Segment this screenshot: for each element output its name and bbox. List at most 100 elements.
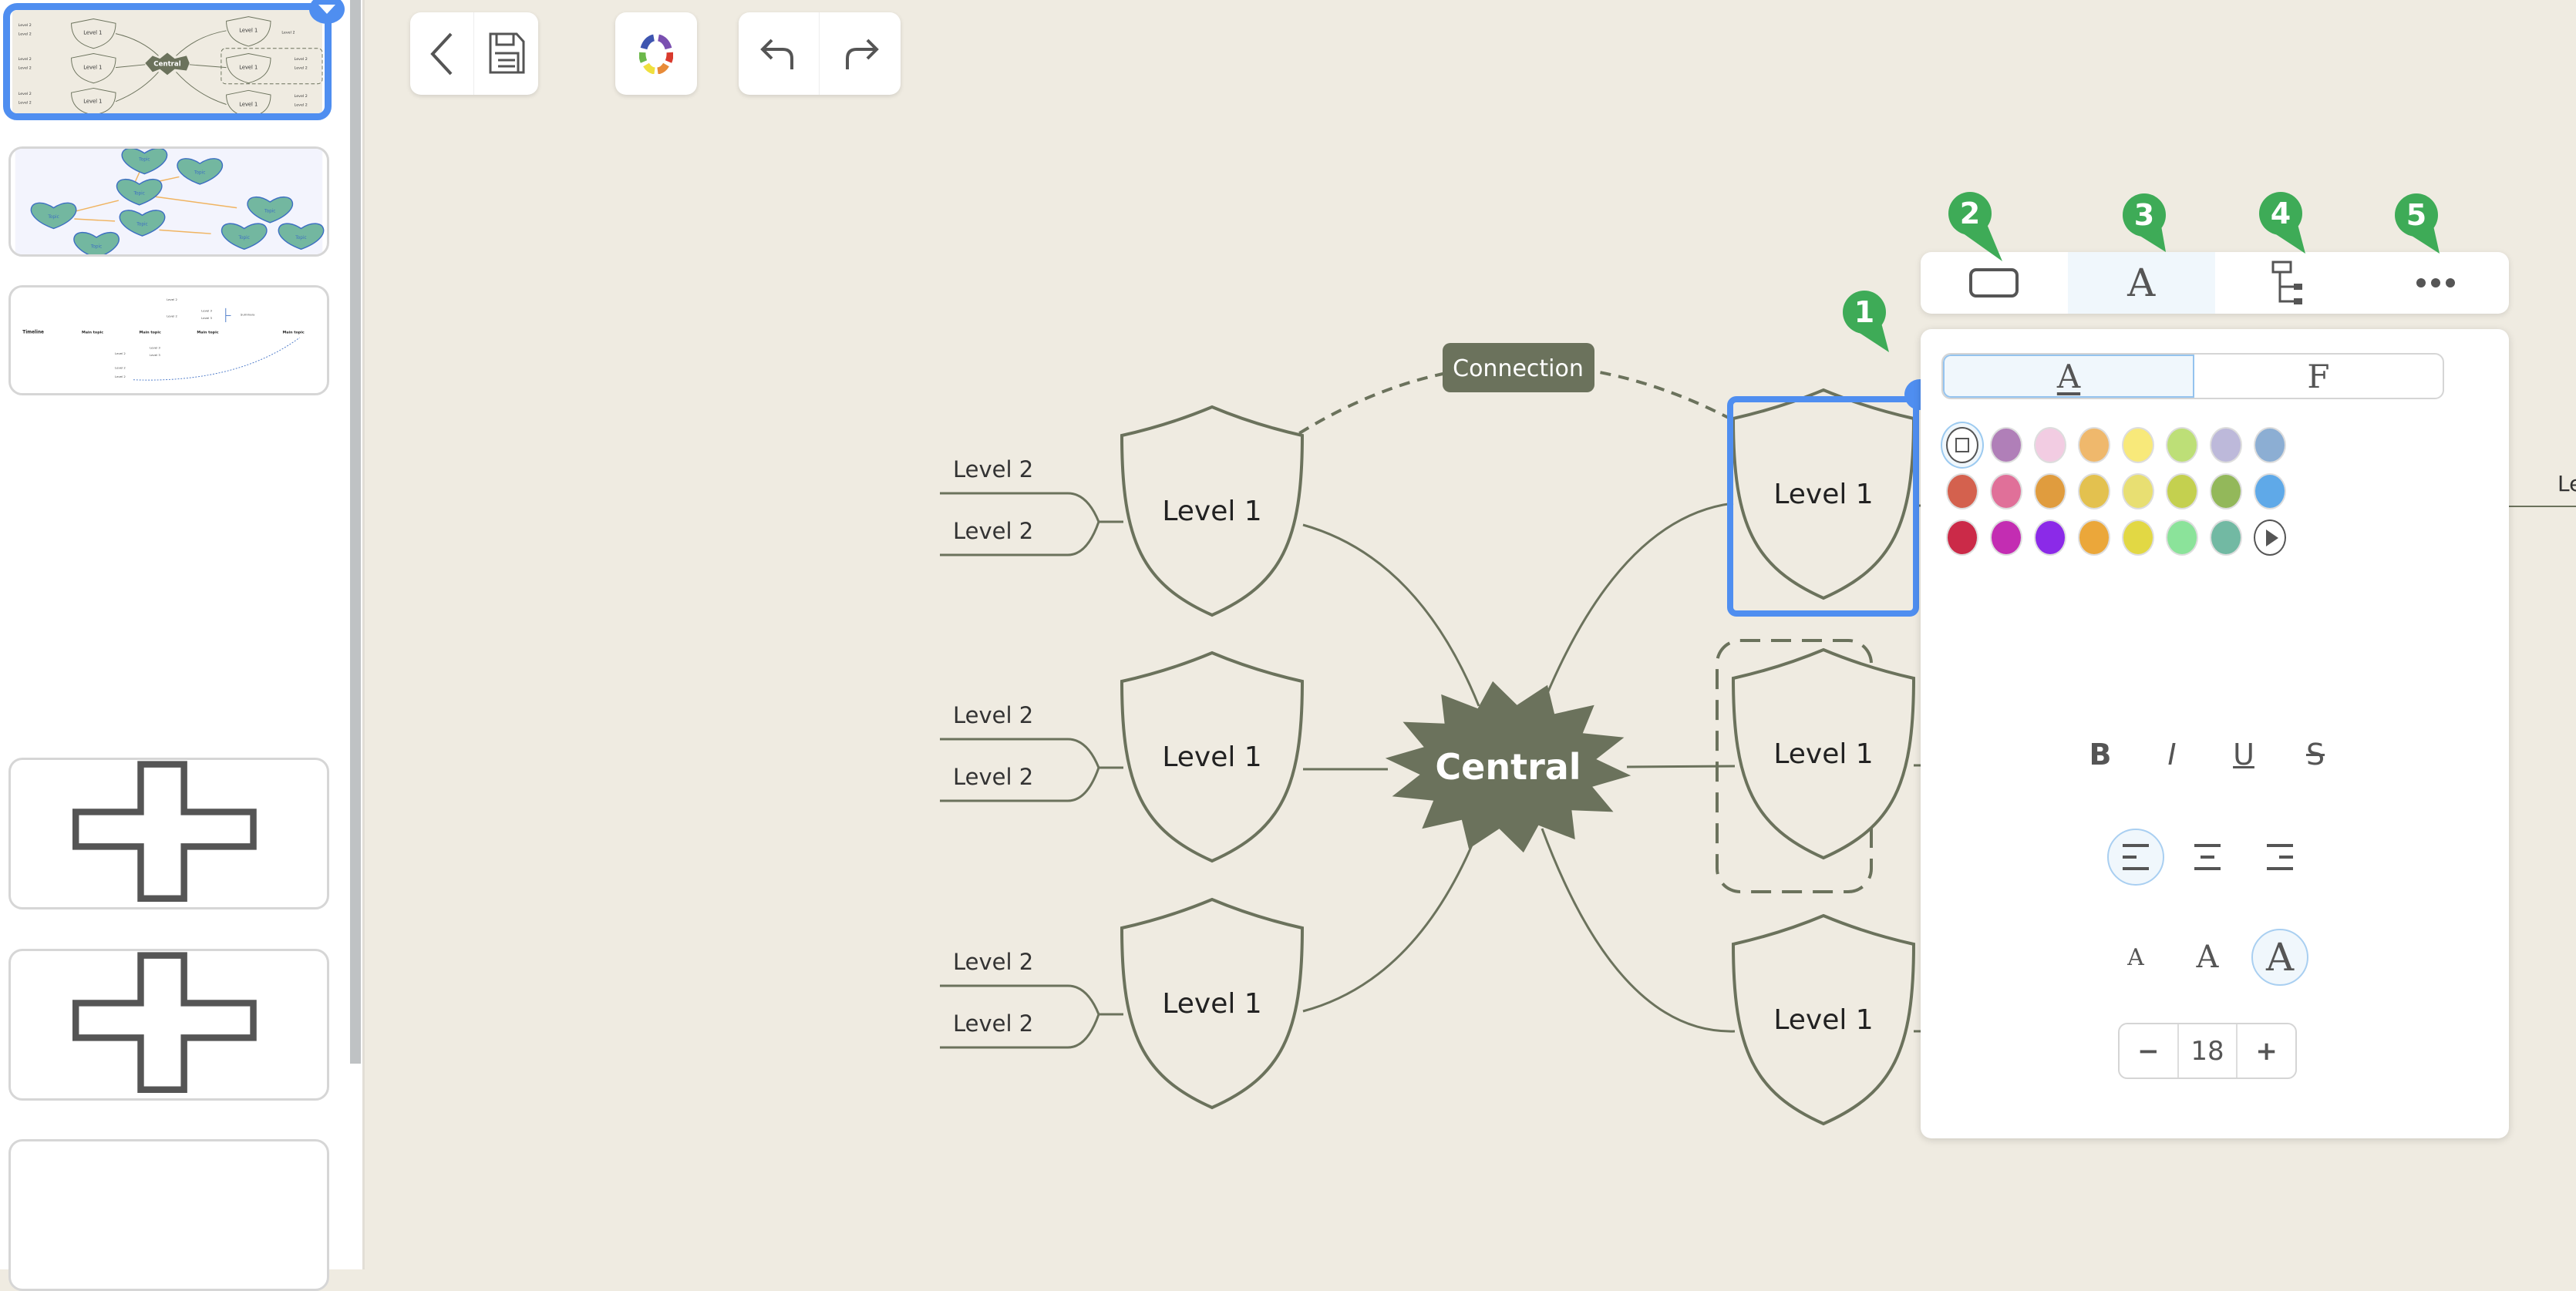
level1-topic-shape[interactable] [1120,405,1305,617]
annotation-marker-5: 5 [2394,192,2440,254]
level1-topic-shape[interactable] [1731,913,1916,1126]
level1-topic-shape[interactable] [1731,388,1916,600]
tab-font[interactable]: F [2307,357,2330,395]
add-slide-button[interactable] [8,758,329,909]
align-right-button[interactable] [2251,829,2308,886]
theme-button[interactable] [615,12,697,95]
thumb-level3: Level 3 [150,353,160,357]
color-swatch[interactable] [2166,473,2198,509]
thumb-level2: Level 2 [19,32,32,37]
undo-button[interactable] [739,12,820,95]
color-swatch[interactable] [2122,427,2154,463]
color-swatch[interactable] [2122,519,2154,556]
level2-topic[interactable]: Level 2 [953,1010,1033,1037]
central-topic-text: Central [1435,746,1581,788]
color-swatch[interactable] [2122,473,2154,509]
thumb-level1: Level 1 [239,28,258,34]
text-tabs: A F [1941,353,2444,399]
branch-link [1541,828,1736,1033]
thumbnail-menu-button[interactable] [309,0,345,24]
annotation-marker-3: 3 [2122,192,2167,252]
shape-style-button[interactable] [1921,252,2068,314]
bold-button[interactable]: B [2089,738,2112,772]
thumb-central-shape [145,52,190,76]
color-swatch[interactable] [1990,427,2022,463]
back-button[interactable] [410,12,474,95]
align-left-icon [2123,844,2149,870]
color-swatch[interactable] [2166,427,2198,463]
color-swatch[interactable] [2210,519,2242,556]
underline-button[interactable]: U [2233,738,2254,772]
branch-link [1302,828,1480,1013]
color-swatch[interactable] [2254,473,2286,509]
increase-size-button[interactable]: + [2255,1035,2278,1067]
thumb-topic: Topic [136,223,147,227]
central-topic-shape[interactable] [1385,681,1631,853]
marker-number: 1 [1854,295,1874,329]
color-swatch[interactable] [2210,473,2242,509]
italic-button[interactable]: I [2167,738,2177,772]
font-size-small-button[interactable]: A [2127,943,2144,971]
level2-topic[interactable]: Level 2 [953,518,1033,544]
decrease-size-button[interactable]: − [2120,1024,2179,1078]
align-center-icon [2194,844,2221,870]
thumb-topic: Topic [90,244,102,249]
level2-topic[interactable]: Level 2 [953,456,1033,482]
color-swatch[interactable] [1990,473,2022,509]
thumb-level2: Level 2 [19,101,32,106]
level1-topic-shape[interactable] [1120,651,1305,863]
boundary-dashed[interactable] [1716,639,1873,893]
thumb-level1: Level 1 [83,30,102,36]
align-center-button[interactable] [2179,829,2236,886]
color-swatch[interactable] [1990,519,2022,556]
chevron-left-icon [430,32,453,75]
sidebar-scrollbar[interactable] [350,0,361,1064]
shape-icon [1969,268,2019,298]
thumb-topic: Topic [133,191,144,196]
color-swatch[interactable] [1946,473,1978,509]
redo-button[interactable] [820,12,901,95]
more-button[interactable] [2362,252,2509,314]
color-swatch[interactable] [2210,427,2242,463]
color-swatch[interactable] [2166,519,2198,556]
thumb-topic: Topic [264,209,275,213]
align-left-button[interactable] [2107,829,2164,886]
format-toolbar: A [1921,252,2509,314]
thumb-topic: Topic [295,236,306,240]
thumbnail-hearts[interactable]: Topic Topic Topic Topic Topic Topic Topi… [8,146,329,257]
thumbnail-timeline[interactable]: Level 2 Level 2 Level 3 Level 3 Summary … [8,285,329,395]
color-swatch[interactable] [2078,427,2110,463]
strikethrough-button[interactable]: S [2305,738,2325,772]
caret-down-icon [318,5,335,14]
level2-topic[interactable]: Level 2 [953,702,1033,728]
thumbnail-mindmap[interactable]: Central Level 1 Level 1 Level 1 Level 1 … [3,0,345,120]
thumb-level2: Level 2 [19,57,32,62]
font-size-large-button[interactable]: A [2251,929,2308,986]
color-swatch[interactable] [2078,473,2110,509]
level2-topic[interactable]: Level 2 [953,949,1033,975]
color-swatch[interactable] [1946,519,1978,556]
level1-topic-shape[interactable] [1731,647,1916,860]
level1-topic-shape[interactable] [1120,897,1305,1110]
font-size-value[interactable]: 18 [2179,1024,2238,1078]
connection-line[interactable] [1282,363,1755,445]
marker-number: 3 [2134,198,2154,232]
no-color-swatch[interactable] [1946,427,1978,463]
level2-topic[interactable]: Level 2 [953,764,1033,790]
connection-label-box[interactable] [1443,343,1594,392]
thumb-level2: Level 2 [19,92,32,96]
color-swatch[interactable] [2034,473,2066,509]
text-style-button[interactable]: A [2067,252,2215,314]
color-swatch[interactable] [2078,519,2110,556]
color-swatch[interactable] [2034,427,2066,463]
font-size-medium-button[interactable]: A [2196,940,2219,975]
more-colors-button[interactable] [2254,519,2286,556]
layout-button[interactable] [2215,252,2362,314]
thumbnail-hearts-preview: Topic Topic Topic Topic Topic Topic Topi… [15,149,325,254]
add-slide-button[interactable] [8,1139,329,1291]
tab-text-color[interactable]: A [1943,355,2194,398]
color-swatch[interactable] [2034,519,2066,556]
add-slide-button[interactable] [8,949,329,1101]
color-swatch[interactable] [2254,427,2286,463]
save-button[interactable] [474,12,538,95]
